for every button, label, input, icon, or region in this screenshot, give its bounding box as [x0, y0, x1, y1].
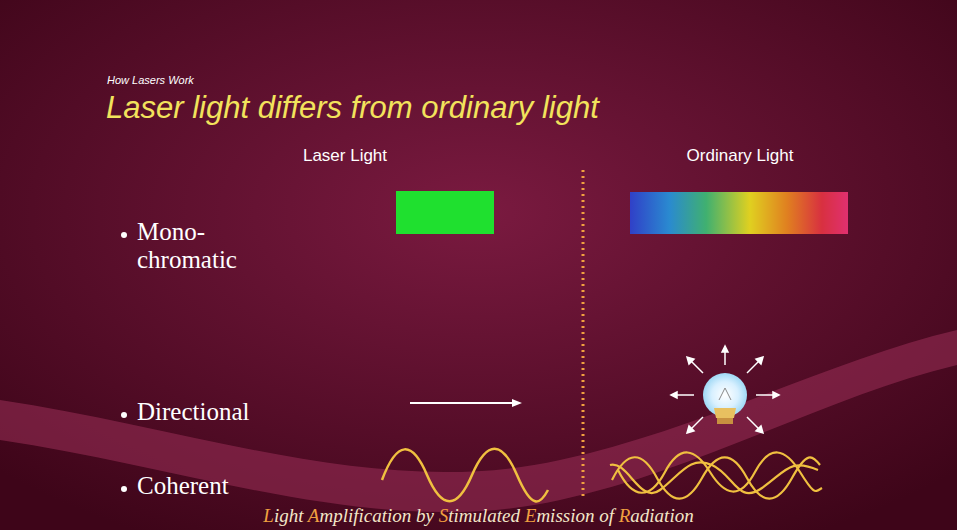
light-rays [671, 346, 779, 433]
bullet-item: Coherent [137, 472, 229, 500]
slide-caption: Light Amplification by Stimulated Emissi… [0, 505, 957, 527]
decor-band [0, 330, 957, 512]
divider [582, 170, 585, 500]
coherent-wave [382, 449, 548, 502]
green-swatch [396, 191, 494, 234]
incoherent-waves [610, 452, 822, 498]
bullet [121, 486, 127, 492]
directional-arrow [410, 399, 522, 407]
light-bulb [703, 373, 747, 424]
column-header: Ordinary Light [665, 146, 815, 166]
bullet-item: Mono- chromatic [137, 218, 252, 274]
slide-title: Laser light differs from ordinary light [106, 90, 599, 126]
column-header: Laser Light [285, 146, 405, 166]
bullet [121, 232, 127, 238]
spectrum [630, 192, 848, 234]
bullet [121, 412, 127, 418]
bullet-item: Directional [137, 398, 249, 426]
section-label: How Lasers Work [107, 74, 194, 86]
